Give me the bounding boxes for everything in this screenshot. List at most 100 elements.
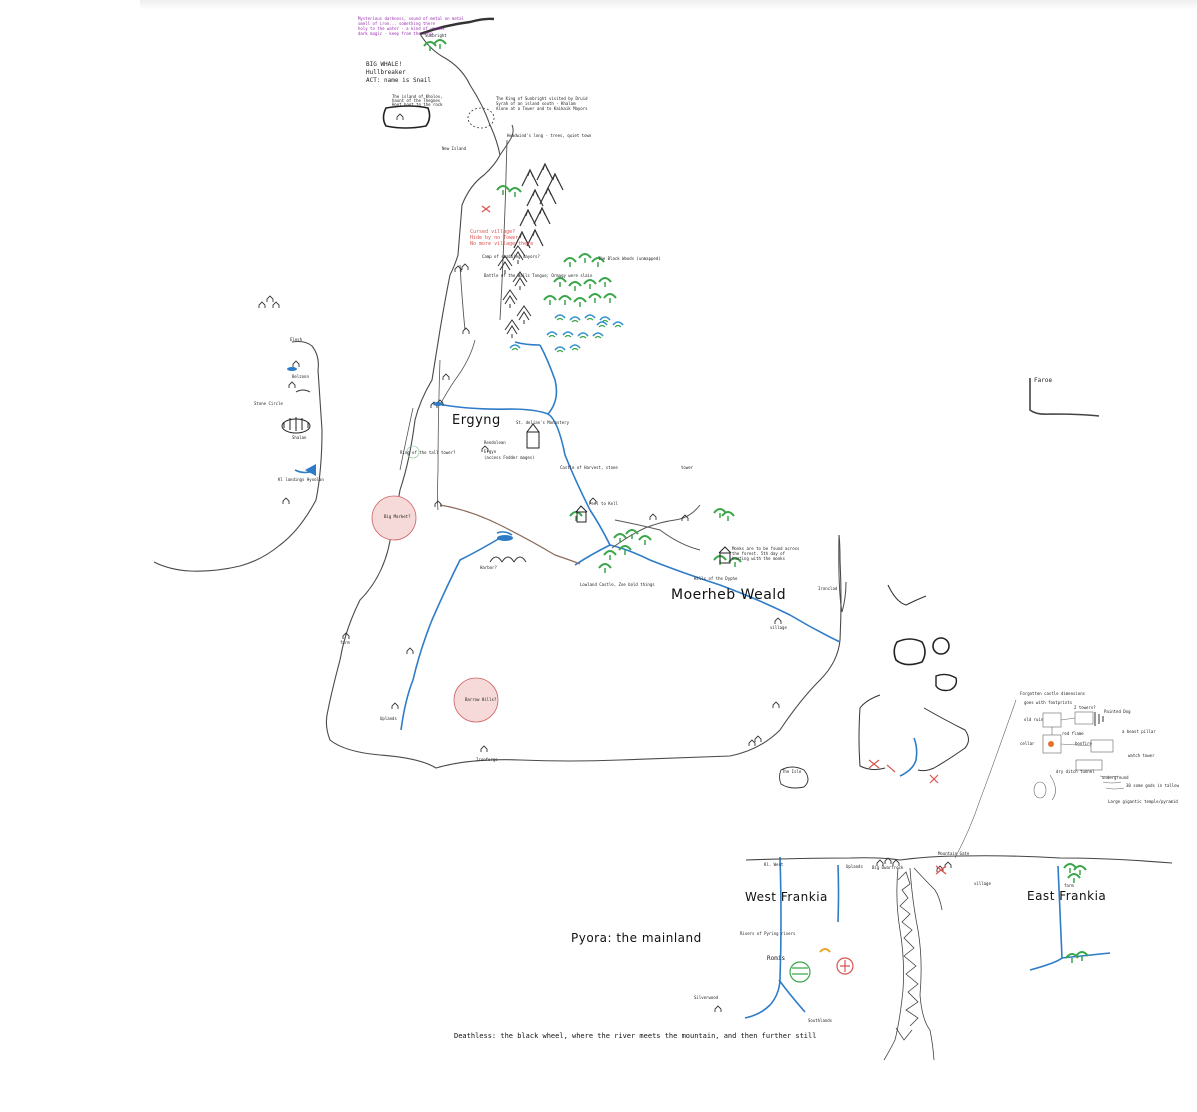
west-frankia-label: West Frankia (745, 890, 828, 904)
diagram-note-13: 30 some gods in tallow (1126, 783, 1179, 788)
faroe-label: Faroe (1034, 377, 1053, 384)
castle-diagram (954, 699, 1125, 859)
big-market-label: Big Market? (384, 514, 411, 519)
peel-label: Peel to Kell (589, 501, 618, 506)
village-label: village (770, 625, 787, 630)
the-isle-label: The Isle (782, 769, 802, 774)
diagram-note-1: goes with footprints (1024, 700, 1073, 705)
island-note-3: Hoot hoot to the rock (392, 102, 443, 107)
lakes (287, 367, 513, 541)
big-dwarf-label: Big Dwarfrock (872, 865, 904, 870)
diagram-note-2: 2 towers? (1074, 705, 1096, 710)
farm-label: farm (340, 640, 350, 645)
black-woods-forest (423, 39, 624, 353)
western-coastline (153, 340, 323, 572)
tower-label: tower (681, 465, 694, 470)
castle-icons (281, 417, 732, 564)
town-markers (258, 263, 782, 753)
castle-note: Castle of Harvest, stone (560, 465, 618, 470)
whale-label-3: ACT: name is Snail (366, 77, 432, 84)
east-frankia-label: East Frankia (1027, 889, 1107, 903)
north-note-3: holy to the water - a kind of vortex (358, 26, 445, 31)
moerheb-note-1: Monks are to be found across (732, 546, 800, 551)
headwinds-label: Headwind's long - trees, quiet town (507, 133, 592, 138)
village-mainland-label: village (974, 881, 991, 886)
whale-label-2: Hullbreaker (366, 69, 406, 76)
road (439, 504, 581, 565)
pine-forest (497, 245, 532, 339)
ship-town-label: Ironclad (818, 586, 838, 591)
diagram-note-9: red flame (1062, 731, 1084, 736)
main-island-coastline (325, 17, 847, 769)
farm-mainland-label: farm (1064, 883, 1074, 888)
sunbright-label: Sunbright (425, 33, 447, 38)
moerheb-note-3: hunting with the monks (732, 556, 785, 561)
cursed-note-3: No more village there (470, 241, 534, 247)
mountain-gate-label: Mountain Gate (938, 851, 970, 856)
rivers (294, 341, 1111, 1019)
hills (489, 556, 527, 563)
diagram-note-5: Large gigantic temple/pyramid (1108, 799, 1178, 804)
island-note-1: The island of Kholov, (392, 94, 443, 99)
king-note-1: The King of Sunbright visited by Druid (496, 96, 588, 101)
king-note-2: Syrah of an island south - Khalam (496, 101, 576, 106)
mainland-battle (935, 865, 947, 875)
cursed-note-1: Cursed village? (470, 229, 516, 235)
elesh-label: Elesh (290, 337, 303, 342)
eastern-islands (779, 584, 969, 789)
diagram-note-10: cellar (1020, 741, 1035, 746)
road-2 (611, 504, 701, 549)
hill-icon (295, 389, 311, 393)
silverwood-label: Silverwood (694, 995, 719, 1000)
king-note-3: Alone at a Tower and to Kaikaik Mayors (496, 106, 588, 111)
uplands-mainland-label: Uplands (846, 864, 863, 869)
belzonn-label: Belzonn (292, 374, 309, 379)
ergyn-label: Ergyn (484, 449, 497, 454)
diagram-note-6: a beast pillar (1122, 729, 1156, 734)
moerheb-label: Moerheb Weald (671, 587, 787, 603)
uplands-label: Uplands (380, 716, 397, 721)
stone-circle-label: Stone Circle (254, 401, 283, 406)
mainland-coastline (745, 855, 1173, 864)
north-note-2: smell of iron... something there (358, 21, 436, 26)
diagram-fire (1048, 741, 1054, 747)
faroe-coast (1029, 378, 1100, 417)
diagram-title: Forgotten castle dimensions (1020, 691, 1086, 696)
ironforge-label: Ironforge (476, 757, 498, 762)
road-3 (614, 519, 701, 551)
hills-label: Hills of the Dyphe (694, 576, 738, 581)
rivers-label: Rivers of Pyring rivers (740, 931, 796, 936)
barrow-hills-marker (453, 677, 499, 723)
ergyn-sub-label: (access Fodder mages) (484, 455, 535, 460)
ergyng-label: Ergyng (452, 413, 501, 428)
island-note-2: haunt of the Thegnes (392, 98, 441, 103)
ring-tall-label: Ring of the tall tower? (400, 450, 456, 455)
diagram-note-3: Painted Dog (1104, 709, 1131, 714)
mountain-range (513, 163, 564, 249)
romis-city (789, 948, 854, 983)
north-note-1: Mysterious darkness, sound of metal on m… (358, 16, 464, 21)
kholov-island (382, 105, 431, 129)
shalan-label: Shalan (292, 435, 307, 440)
diagram-note-4: underground (1102, 775, 1129, 780)
diagram-note-11: bonfire (1075, 741, 1092, 746)
lowland-label: Lowland Castle, Zoe bold things (580, 582, 655, 587)
mainland-mountains (883, 867, 943, 1061)
diagram-note-8: old ruin (1024, 717, 1044, 722)
romis-label: Romis (767, 955, 786, 962)
battle-label: Battle of the Walls Tongue; Ormagy were … (484, 273, 593, 278)
southlands-label: Southlands (808, 1018, 833, 1023)
harbor-label: Harbor? (480, 565, 497, 570)
new-island-label: New Island (442, 146, 467, 151)
diagram-signal (1094, 712, 1104, 726)
diagram-note-12: dry ditch tunnel (1056, 769, 1095, 774)
top-toolbar-shadow (140, 0, 1197, 10)
kl-west-label: Kl. West (764, 862, 784, 867)
pyora-label: Pyora: the mainland (571, 931, 702, 945)
cursed-note-2: Hide by no Tower (470, 235, 519, 241)
diagram-note-7: watch tower (1128, 753, 1155, 758)
mainland-forests (1063, 863, 1089, 964)
barrow-hills-label: Barrow Hills? (465, 697, 497, 702)
st-delian-label: St. delian's Monastery (516, 420, 569, 425)
